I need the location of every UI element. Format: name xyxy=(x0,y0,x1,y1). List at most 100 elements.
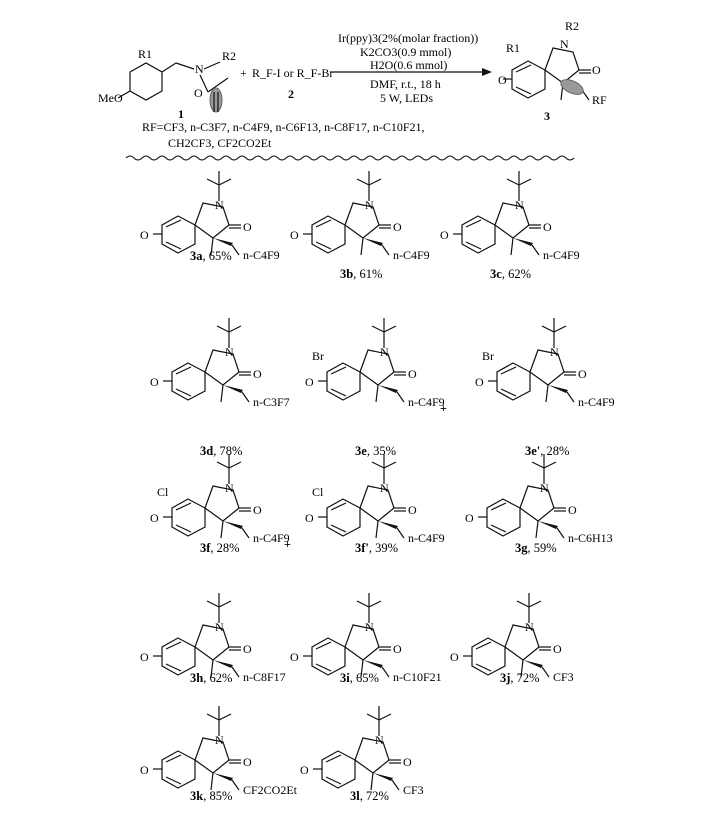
ketone-o-label: O xyxy=(465,511,474,525)
product-id: 3g xyxy=(515,541,528,555)
ketone-o-label: O xyxy=(305,511,314,525)
condition-5: 5 W, LEDs xyxy=(380,91,433,105)
product-3b-structure xyxy=(302,170,392,256)
halogen-label: Br xyxy=(482,349,494,363)
reactant-1-structure xyxy=(117,61,229,113)
chain-label: n-C3F7 xyxy=(253,395,290,409)
product-id: 3d xyxy=(200,444,213,458)
chain-label: n-C4F9 xyxy=(243,248,280,262)
lactam-o-label: O xyxy=(568,503,577,517)
product-id: 3h xyxy=(190,671,203,685)
arrow-head-icon xyxy=(482,68,492,76)
product-yield: , 61% xyxy=(353,267,382,281)
nitrogen-label: N xyxy=(365,198,374,212)
rf-list-line-2: CH2CF3, CF2CO2Et xyxy=(168,136,272,150)
nitrogen-label: N xyxy=(540,481,549,495)
chain-label: n-C4F9 xyxy=(578,395,615,409)
product-caption: 3f', 39% xyxy=(355,541,398,555)
product-rf-label: RF xyxy=(592,93,607,107)
lactam-o-label: O xyxy=(393,642,402,656)
product-id: 3i xyxy=(340,671,350,685)
product-caption: 3j, 72% xyxy=(500,671,540,685)
lactam-o-label: O xyxy=(578,367,587,381)
nitrogen-label: N xyxy=(550,345,559,359)
chain-label: CF3 xyxy=(553,670,574,684)
product-n-label: N xyxy=(560,37,569,51)
nitrogen-label: N xyxy=(215,198,224,212)
product-yield: , 28% xyxy=(210,541,239,555)
nitrogen-label: N xyxy=(225,345,234,359)
product-3h-structure xyxy=(152,592,242,678)
r1-label: R1 xyxy=(138,47,152,61)
ketone-o-label: O xyxy=(475,375,484,389)
product-yield: , 28% xyxy=(540,444,569,458)
product-caption: 3e', 28% xyxy=(525,444,569,458)
ketone-o-label: O xyxy=(150,375,159,389)
ketone-o-label: O xyxy=(450,650,459,664)
nitrogen-label: N xyxy=(380,481,389,495)
product-o-label: O xyxy=(498,73,507,87)
product-3-structure xyxy=(502,47,592,101)
product-yield: , 39% xyxy=(369,541,398,555)
product-yield: , 35% xyxy=(367,444,396,458)
chain-label: n-C8F17 xyxy=(243,670,286,684)
lactam-o-label: O xyxy=(408,503,417,517)
reactant-1-label: 1 xyxy=(178,107,184,121)
product-yield: , 65% xyxy=(203,249,232,263)
chain-label: n-C4F9 xyxy=(408,395,445,409)
product-carbonyl-o: O xyxy=(592,63,601,77)
product-r1-label: R1 xyxy=(506,41,520,55)
chain-label: n-C4F9 xyxy=(543,248,580,262)
chain-label: n-C10F21 xyxy=(393,670,442,684)
product-3i-structure xyxy=(302,592,392,678)
product-yield: , 85% xyxy=(203,789,232,803)
product-caption: 3e, 35% xyxy=(355,444,396,458)
condition-3: H2O(0.6 mmol) xyxy=(370,58,447,72)
chain-label: n-C4F9 xyxy=(408,531,445,545)
product-3l-structure xyxy=(312,705,402,791)
nitrogen-label: N xyxy=(215,620,224,634)
product-3e'-structure xyxy=(487,317,577,403)
product-id: 3j xyxy=(500,671,510,685)
nitrogen-label: N xyxy=(515,198,524,212)
n-atom-label: N xyxy=(195,62,204,76)
product-caption: 3a, 65% xyxy=(190,249,232,263)
plus-sign: + xyxy=(284,537,291,551)
lactam-o-label: O xyxy=(553,642,562,656)
nitrogen-label: N xyxy=(380,345,389,359)
lactam-o-label: O xyxy=(253,503,262,517)
product-3g-structure xyxy=(477,453,567,539)
product-caption: 3b, 61% xyxy=(340,267,382,281)
product-id: 3c xyxy=(490,267,502,281)
product-id: 3l xyxy=(350,789,360,803)
ketone-o-label: O xyxy=(440,228,449,242)
nitrogen-label: N xyxy=(525,620,534,634)
product-grid: O N On-C4F9 3a, 65% O N On-C4F9 3b, 61% O N On-C4F… xyxy=(140,170,615,803)
product-3c-structure xyxy=(452,170,542,256)
condition-2: K2CO3(0.9 mmol) xyxy=(360,45,451,59)
methoxy-label: MeO xyxy=(98,91,123,105)
product-caption: 3f, 28% xyxy=(200,541,240,555)
product-yield: , 72% xyxy=(360,789,389,803)
chain-label: n-C6H13 xyxy=(568,531,613,545)
product-id: 3e xyxy=(355,444,367,458)
lactam-o-label: O xyxy=(243,220,252,234)
halogen-label: Br xyxy=(312,349,324,363)
product-3k-structure xyxy=(152,705,242,791)
nitrogen-label: N xyxy=(215,733,224,747)
product-3f'-structure xyxy=(317,453,407,539)
rf-list-line-1: RF=CF3, n-C3F7, n-C4F9, n-C6F13, n-C8F17… xyxy=(142,120,425,134)
product-id: 3a xyxy=(190,249,203,263)
product-caption: 3i, 65% xyxy=(340,671,379,685)
ketone-o-label: O xyxy=(300,763,309,777)
product-3j-structure xyxy=(462,592,552,678)
plus-sign: + xyxy=(440,401,447,415)
product-yield: , 72% xyxy=(510,671,539,685)
lactam-o-label: O xyxy=(403,755,412,769)
product-3a-structure xyxy=(152,170,242,256)
lactam-o-label: O xyxy=(253,367,262,381)
plus-sign: + xyxy=(240,66,247,80)
lactam-o-label: O xyxy=(393,220,402,234)
product-id: 3k xyxy=(190,789,203,803)
nitrogen-label: N xyxy=(365,620,374,634)
